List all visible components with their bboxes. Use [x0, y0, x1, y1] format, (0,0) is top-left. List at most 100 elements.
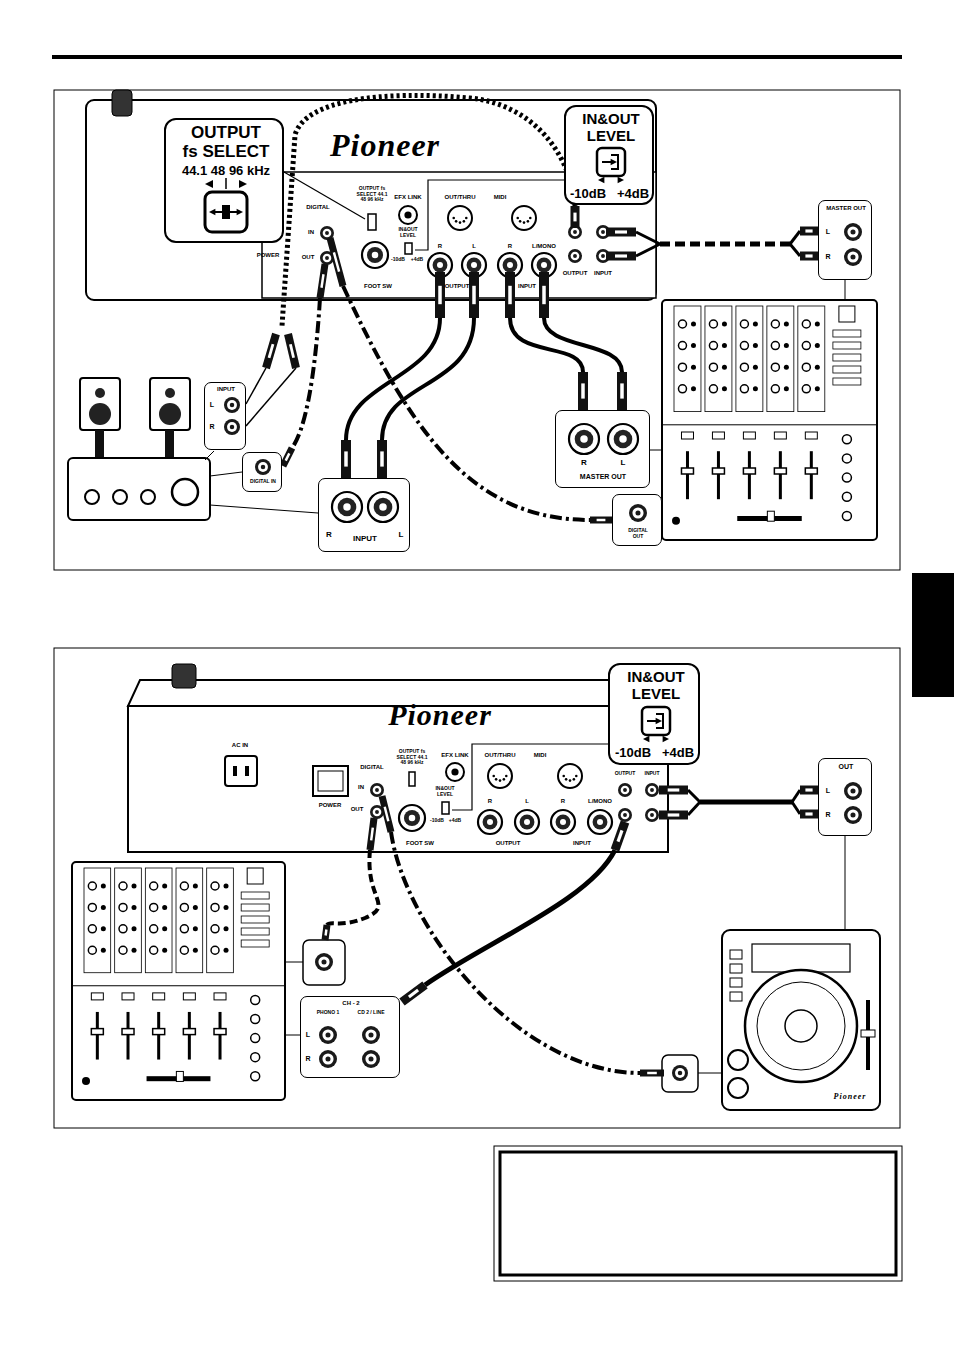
cable-plug: [573, 213, 576, 222]
rca-jack: [319, 1026, 337, 1044]
phone-jack: [379, 503, 387, 511]
phone-jack: [433, 258, 448, 273]
rca-jack: [230, 403, 234, 407]
switch-icon: [597, 148, 625, 176]
panel-label: R: [488, 798, 492, 805]
panel-label: DIGITAL: [360, 764, 384, 771]
leader-line: [452, 744, 608, 810]
panel-label: L/MONO: [532, 243, 556, 250]
mixer-knob: [150, 903, 158, 911]
digital-cable: [327, 850, 379, 925]
mixer-display: [241, 892, 269, 899]
amp-knob: [113, 490, 127, 504]
phone-jack: [560, 819, 566, 825]
midi-pin: [495, 778, 498, 781]
panel-text: L: [621, 459, 626, 468]
phone-cable: [382, 318, 474, 440]
cable-plug: [618, 830, 622, 841]
fader-cap: [122, 1029, 134, 1035]
mixer-knob: [224, 905, 229, 910]
rca-jack: [230, 425, 234, 429]
rca-jack: [362, 1050, 380, 1068]
cable-plug: [290, 344, 293, 358]
leader-line: [284, 172, 365, 219]
rca-jack: [571, 228, 580, 237]
phone-jack: [608, 424, 638, 454]
mixer-button: [774, 432, 786, 439]
channel-strip: [705, 306, 732, 412]
leader-line: [210, 472, 242, 476]
rca-jack: [368, 1056, 373, 1061]
mixer-knob: [722, 343, 727, 348]
midi-pin: [519, 220, 522, 223]
rca-jack: [224, 397, 240, 413]
panel-text: PHONO 1: [317, 1010, 340, 1016]
mixer-knob: [678, 342, 686, 350]
panel-text: INPUT: [217, 386, 235, 393]
cable-plug: [409, 990, 418, 997]
panel-text: L: [826, 787, 830, 795]
panel-text: R: [305, 1055, 310, 1063]
rca-jack: [847, 809, 858, 820]
fader-slot: [127, 1012, 130, 1060]
leader-line: [845, 836, 846, 930]
leader-line: [210, 505, 318, 513]
arrow-mark: [643, 736, 649, 742]
rca-jack: [850, 812, 855, 817]
phone-jack: [524, 819, 530, 825]
mixer-knob: [180, 903, 188, 911]
cable-plug: [266, 334, 276, 368]
phone-jack: [343, 503, 351, 511]
rca-jack: [258, 462, 268, 472]
mixer-knob: [802, 385, 810, 393]
leader-line: [845, 280, 846, 300]
mixer-button: [153, 993, 165, 1000]
panel-text: OUT: [839, 763, 854, 771]
cable-plug: [659, 786, 688, 795]
mixer-display: [833, 378, 861, 385]
rca-jack: [847, 785, 858, 796]
panel-graphics: [205, 178, 247, 232]
fader-cap: [712, 468, 724, 474]
brand-logo: Pioneer: [388, 698, 492, 731]
mixer-knob: [180, 946, 188, 954]
phone-cable: [544, 318, 622, 372]
mixer-knob: [224, 926, 229, 931]
cable-plug: [615, 230, 627, 233]
switch-icon: [222, 205, 230, 219]
mixer-knob: [802, 320, 810, 328]
cable-plug: [377, 440, 387, 478]
mixer-knob: [88, 946, 96, 954]
cable-plug: [472, 286, 476, 304]
mixer-knob: [132, 948, 137, 953]
midi-pin: [463, 220, 466, 223]
rca-jack: [850, 788, 855, 793]
phone-jack: [614, 430, 633, 449]
mixer-knob: [101, 948, 106, 953]
panel-graphics: [629, 504, 647, 522]
mixer-knob: [193, 884, 198, 889]
amp-knob: [85, 490, 99, 504]
rca-jack: [601, 254, 605, 258]
rear-panel: [262, 172, 656, 298]
rca-cable: [790, 231, 800, 244]
phone-jack: [537, 258, 552, 273]
rca-jack: [365, 1029, 376, 1040]
mixer-knob: [722, 365, 727, 370]
cable-plug: [283, 448, 292, 466]
rca-cable: [792, 790, 800, 802]
panel-label: INPUT: [518, 283, 536, 290]
mixer-knob: [224, 948, 229, 953]
rca-jack: [318, 956, 329, 967]
midi-pin: [565, 778, 568, 781]
rca-jack: [847, 251, 858, 262]
cable-plug: [800, 227, 818, 236]
cdj-button: [730, 950, 742, 959]
fader-cap: [91, 1029, 103, 1035]
cable-plug: [606, 228, 636, 237]
mixer-knob: [162, 926, 167, 931]
rca-jack: [844, 782, 862, 800]
panel-label: FOOT SW: [406, 840, 434, 847]
mixer-knob: [224, 884, 229, 889]
